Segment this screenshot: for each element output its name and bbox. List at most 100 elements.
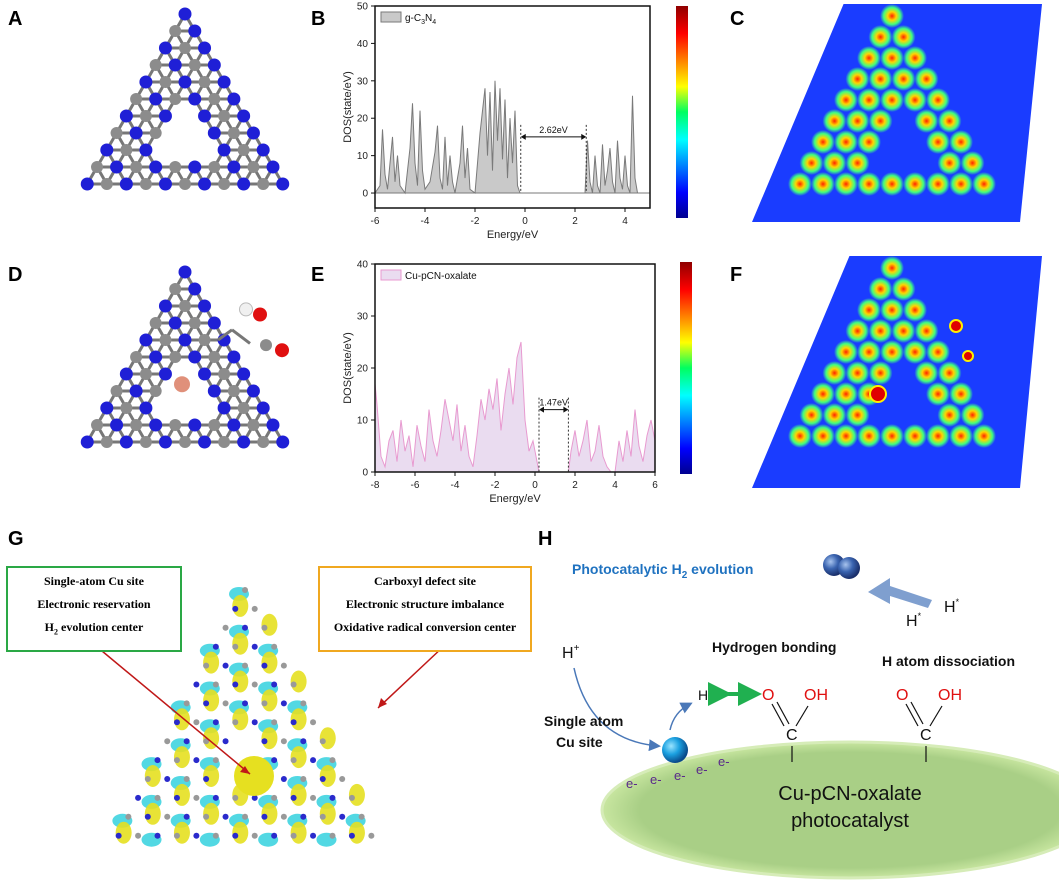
- lattice-atom: [232, 605, 239, 612]
- x-tick-label: -6: [411, 480, 420, 491]
- panel-label-h: H: [538, 528, 553, 550]
- lattice-atom: [310, 832, 317, 839]
- carbon-atom: [139, 436, 152, 448]
- lattice-atom: [203, 813, 210, 820]
- nitrogen-atom: [266, 160, 280, 174]
- nitrogen-atom: [188, 282, 202, 296]
- nitrogen-atom: [198, 177, 212, 191]
- lattice-atom: [271, 643, 278, 650]
- lattice-atom: [232, 681, 239, 688]
- nitrogen-atom: [237, 367, 251, 381]
- lattice-atom: [193, 832, 200, 839]
- lattice-atom: [193, 719, 200, 726]
- nitrogen-atom: [149, 350, 163, 364]
- lattice-atom: [232, 832, 239, 839]
- nitrogen-atom: [110, 418, 124, 432]
- lattice-atom: [222, 738, 229, 745]
- yellow-lobe: [203, 651, 220, 674]
- nitrogen-atom: [158, 41, 172, 55]
- lattice-atom: [203, 662, 210, 669]
- carbon-atom: [130, 93, 143, 105]
- carbon-atom: [100, 178, 113, 190]
- density-spot: [880, 256, 904, 280]
- lattice-atom: [300, 700, 307, 707]
- carbon-atom: [218, 368, 231, 380]
- density-spot: [799, 403, 824, 427]
- x-tick-label: -8: [371, 480, 380, 491]
- lattice-atom: [193, 681, 200, 688]
- dos-area: [374, 80, 651, 195]
- density-spot: [903, 172, 927, 196]
- density-spot: [857, 298, 881, 322]
- density-spot: [811, 172, 835, 196]
- nitrogen-atom: [246, 384, 260, 398]
- lattice-atom: [183, 738, 190, 745]
- lattice-atom: [280, 700, 287, 707]
- density-spot: [880, 424, 904, 448]
- carbon-atom: [257, 436, 270, 448]
- lattice-atom: [251, 681, 258, 688]
- carbon-atom: [91, 419, 104, 431]
- lattice-atom: [203, 700, 210, 707]
- density-spot: [822, 151, 847, 175]
- lattice-atom: [348, 832, 355, 839]
- yellow-lobe: [203, 689, 220, 712]
- lattice-atom: [271, 832, 278, 839]
- y-tick-label: 40: [357, 39, 369, 50]
- density-spot: [845, 403, 870, 427]
- lattice-atom: [173, 794, 180, 801]
- carboxyl1-oh: OH: [804, 687, 828, 704]
- yellow-lobe: [290, 746, 307, 769]
- carbon-atom: [169, 283, 182, 295]
- nitrogen-atom: [246, 126, 260, 140]
- carbon-atom: [169, 351, 182, 363]
- x-tick-label: 6: [652, 480, 658, 491]
- carbon-atom: [188, 317, 201, 329]
- density-spot: [903, 424, 927, 448]
- lattice-atom: [310, 794, 317, 801]
- density-spot: [960, 403, 985, 427]
- lattice-atom: [251, 832, 258, 839]
- carboxyl2-oh: OH: [938, 687, 962, 704]
- density-spot: [937, 403, 962, 427]
- h-atom-dissociation-label: H atom dissociation: [882, 653, 1015, 669]
- carbon-atom: [179, 42, 191, 54]
- carbon-atom: [100, 436, 113, 448]
- y-axis-label: DOS(state/eV): [342, 332, 354, 404]
- h-plus: H+: [562, 643, 580, 662]
- lattice-atom: [319, 813, 326, 820]
- lattice-atom: [368, 832, 375, 839]
- density-spot: [891, 67, 916, 91]
- carbon-atom: [208, 351, 221, 363]
- density-spot: [926, 88, 950, 112]
- density-spot: [891, 277, 916, 301]
- h-dot-arrow: [669, 702, 693, 731]
- carbon-atom: [159, 76, 172, 88]
- nitrogen-atom: [217, 143, 231, 157]
- nitrogen-atom: [256, 143, 270, 157]
- lattice-atom: [251, 794, 258, 801]
- density-spot: [868, 109, 893, 133]
- y-tick-label: 10: [357, 416, 369, 427]
- nitrogen-atom: [178, 7, 192, 21]
- photocatalytic-title: Photocatalytic H2 evolution: [572, 561, 753, 581]
- lattice-atom: [310, 757, 317, 764]
- nitrogen-atom: [198, 435, 212, 449]
- nitrogen-atom: [198, 41, 212, 55]
- yellow-lobe: [319, 727, 336, 750]
- density-spot: [903, 298, 927, 322]
- lattice-atom: [242, 587, 248, 593]
- nitrogen-atom: [119, 435, 133, 449]
- lattice-atom: [173, 719, 180, 726]
- density-spot: [811, 130, 835, 154]
- density-spot: [926, 130, 950, 154]
- yellow-lobe: [290, 670, 307, 693]
- nitrogen-atom: [198, 109, 212, 123]
- nitrogen-atom: [139, 333, 153, 347]
- density-spot: [972, 424, 996, 448]
- lattice-atom: [329, 794, 336, 801]
- density-spot: [857, 46, 881, 70]
- lattice-atom: [193, 794, 200, 801]
- electron-2: e-: [650, 772, 662, 787]
- nitrogen-atom: [168, 58, 182, 72]
